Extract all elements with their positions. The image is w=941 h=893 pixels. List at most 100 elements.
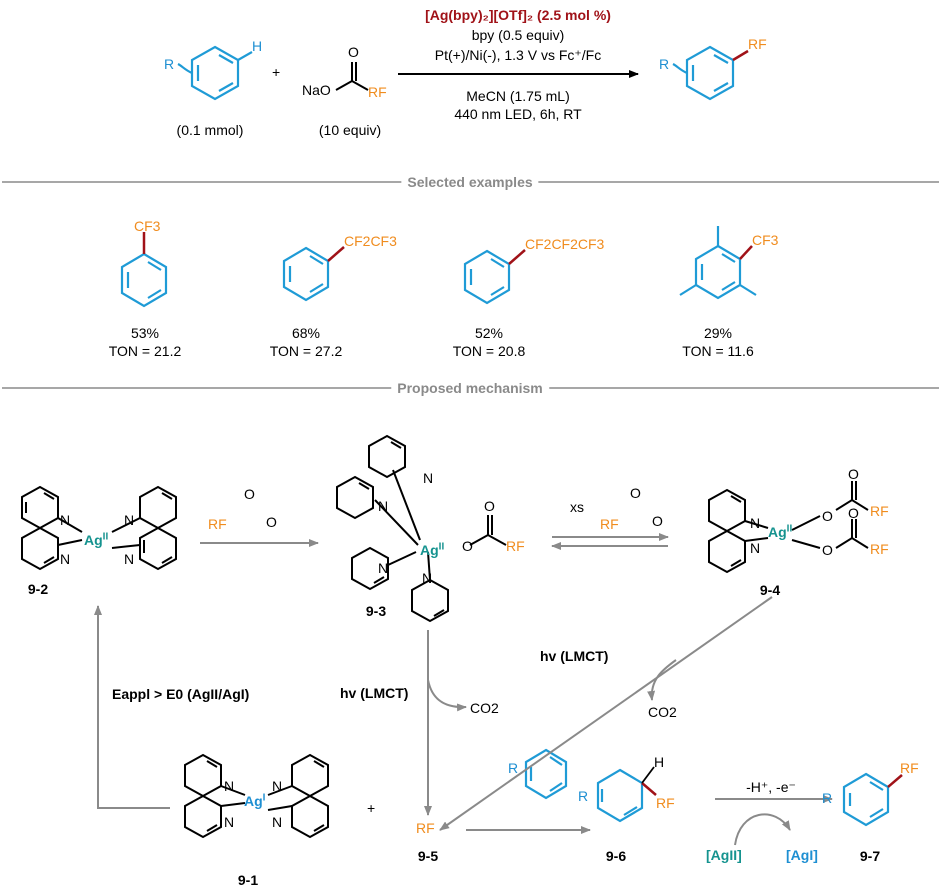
carboxylate-2-o: O: [630, 485, 641, 501]
intermediate-h-label: H: [654, 754, 665, 770]
salt-o-label: O: [348, 44, 359, 60]
ag1-species-label: [AgI]: [786, 847, 818, 863]
arene-r-label: R: [164, 56, 175, 72]
complex-9-3-rf: RF: [506, 538, 525, 554]
example-2-structure: [282, 246, 345, 302]
example-3-group: CF2CF2CF3: [525, 236, 605, 252]
carboxylate-2-rf: RF: [600, 516, 619, 532]
complex-9-4-ag-symbol: Ag: [768, 524, 787, 540]
label-9-7: 9-7: [859, 848, 881, 864]
complex-9-3-n3: N: [378, 560, 389, 576]
product-9-7-r: R: [822, 790, 833, 806]
product-9-7-structure: [842, 772, 903, 827]
plus-sign-mechanism: +: [367, 800, 376, 816]
applied-potential-label: Eappl > E0 (AgII/AgI): [112, 686, 250, 702]
example-4-ton: TON = 11.6: [682, 343, 754, 359]
complex-9-4-structure: [708, 481, 869, 574]
example-4-group: CF3: [752, 232, 779, 248]
complex-9-2-n3: N: [124, 512, 135, 528]
salt-rf-label: RF: [368, 84, 387, 100]
example-2-ton: TON = 27.2: [269, 343, 343, 359]
complex-9-2-n4: N: [124, 551, 135, 567]
complex-9-4-n2: N: [750, 540, 761, 556]
complex-9-4-o4: O: [848, 505, 859, 521]
example-3-yield: 52%: [474, 325, 504, 341]
label-9-6: 9-6: [605, 848, 627, 864]
complex-9-4-ag: AgII: [768, 523, 793, 540]
condition-bpy: bpy (0.5 equiv): [471, 27, 565, 43]
salt-amount: (10 equiv): [318, 122, 382, 138]
complex-9-3-o2: O: [484, 498, 495, 514]
condition-electrodes: Pt(+)/Ni(-), 1.3 V vs Fc⁺/Fc: [434, 47, 602, 63]
arene-substrate: [177, 45, 253, 101]
condition-solvent: MeCN (1.75 mL): [466, 88, 570, 104]
deprotonation-label: -H⁺, -e⁻: [746, 779, 796, 795]
arene-amount: (0.1 mmol): [176, 122, 244, 138]
complex-9-3-n2: N: [378, 498, 389, 514]
complex-9-1-n2: N: [224, 814, 235, 830]
complex-9-3-ag: AgII: [420, 541, 445, 558]
product-rf-bond: [732, 49, 749, 62]
product-arene: [672, 45, 735, 101]
complex-9-4-o1: O: [822, 508, 833, 524]
complex-9-4-n1: N: [750, 515, 761, 531]
label-9-1: 9-1: [237, 872, 259, 888]
catalyst-label: [Ag(bpy)₂][OTf]₂ (2.5 mol %): [425, 7, 611, 23]
co2-left: CO2: [470, 700, 499, 716]
arene-reagent-structure: [524, 748, 568, 800]
complex-9-3-n4: N: [422, 570, 433, 586]
complex-9-4-o2: O: [822, 542, 833, 558]
acid-salt: [335, 62, 369, 91]
complex-9-1-ag-symbol: Ag: [244, 793, 263, 809]
radical-rf: RF: [416, 820, 435, 836]
intermediate-rf-label: RF: [656, 795, 675, 811]
arene-h-label: H: [252, 38, 263, 54]
mechanism-header: Proposed mechanism: [391, 380, 549, 396]
reagent-r-label: R: [508, 760, 519, 776]
example-3-structure: [463, 249, 526, 305]
carboxylate-1-ominus: O: [266, 514, 277, 530]
example-4-structure: [679, 226, 757, 300]
example-1-group: CF3: [134, 218, 161, 234]
complex-9-3-structure: [336, 434, 507, 623]
product-9-7-rf: RF: [900, 760, 919, 776]
complex-9-2-n1: N: [60, 512, 71, 528]
complex-9-3-n1: N: [423, 470, 434, 486]
ag2-species-label: [AgII]: [706, 847, 742, 863]
complex-9-2-n2: N: [60, 551, 71, 567]
complex-9-1-structure: [184, 753, 329, 839]
complex-9-4-rf2: RF: [870, 541, 889, 557]
product-r-label: R: [659, 56, 670, 72]
carboxylate-2-ominus: O: [652, 513, 663, 529]
label-9-4: 9-4: [759, 582, 781, 598]
complex-9-1-n4: N: [272, 814, 283, 830]
salt-nao-label: NaO: [302, 82, 331, 98]
example-1-yield: 53%: [130, 325, 160, 341]
complex-9-4-rf1: RF: [870, 503, 889, 519]
intermediate-r-label: R: [578, 788, 589, 804]
example-4-yield: 29%: [703, 325, 733, 341]
complex-9-2-ag: AgII: [84, 531, 109, 548]
mechanism-arrows: [94, 533, 833, 846]
hv-lmct-left: hv (LMCT): [340, 685, 409, 701]
product-rf-label: RF: [748, 36, 767, 52]
complex-9-1-n1: N: [224, 778, 235, 794]
examples-header: Selected examples: [401, 174, 539, 190]
intermediate-9-6-structure: [596, 766, 657, 823]
carboxylate-1-rf: RF: [208, 516, 227, 532]
excess-label: xs: [570, 499, 584, 515]
complex-9-2-structure: [21, 485, 177, 571]
carboxylate-1-o: O: [244, 486, 255, 502]
complex-9-3-ag-symbol: Ag: [420, 542, 439, 558]
example-2-group: CF2CF3: [344, 233, 397, 249]
hv-lmct-right: hv (LMCT): [540, 648, 609, 664]
label-9-3: 9-3: [365, 603, 387, 619]
example-2-yield: 68%: [291, 325, 321, 341]
label-9-5: 9-5: [417, 848, 439, 864]
complex-9-1-ag: AgI: [244, 792, 266, 809]
complex-9-1-n3: N: [272, 778, 283, 794]
example-3-ton: TON = 20.8: [452, 343, 526, 359]
plus-sign: +: [272, 64, 281, 80]
label-9-2: 9-2: [27, 581, 49, 597]
